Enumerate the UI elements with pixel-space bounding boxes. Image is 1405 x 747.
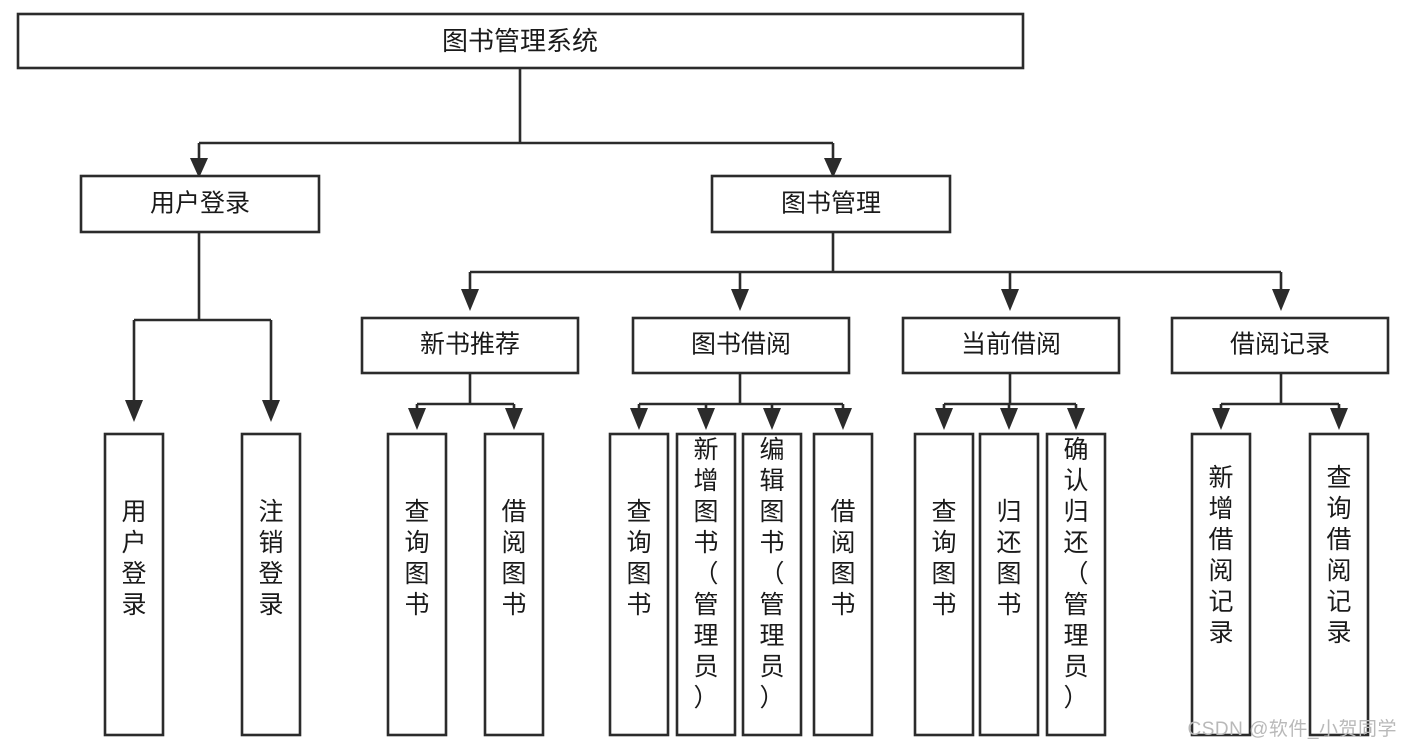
connector-root-to-level2: [197, 68, 835, 160]
node-leaf-13-box[interactable]: [1308, 432, 1370, 737]
node-leaf-7-label: 编辑图书（管理员）: [759, 436, 784, 712]
arrowhead-to-leaf-12: [1212, 408, 1230, 430]
node-login[interactable]: 用户登录: [79, 174, 321, 234]
node-leaf-2[interactable]: 注销登录: [240, 432, 302, 737]
connector-records-to-leaves: [1219, 373, 1341, 411]
node-leaf-7[interactable]: 编辑图书（管理员）: [741, 432, 803, 737]
node-newbook[interactable]: 新书推荐: [360, 316, 580, 375]
arrowhead-to-bookmgmt: [824, 158, 842, 178]
node-leaf-4[interactable]: 借阅图书: [483, 432, 545, 737]
node-leaf-11-label: 确认归还（管理员）: [1063, 436, 1088, 712]
arrowhead-to-records: [1272, 289, 1290, 311]
arrowhead-to-leaf-7: [763, 408, 781, 430]
node-records[interactable]: 借阅记录: [1170, 316, 1390, 375]
arrowhead-to-leaf-10: [1000, 408, 1018, 430]
node-borrow-label: 图书借阅: [691, 331, 791, 359]
node-borrow-box[interactable]: [631, 316, 851, 375]
connector-layer: [125, 68, 1348, 430]
node-leaf-3-label: 查询图书: [404, 498, 429, 619]
node-leaf-1-box[interactable]: [103, 432, 165, 737]
node-records-label: 借阅记录: [1230, 331, 1330, 359]
node-leaf-8-label: 借阅图书: [830, 498, 855, 619]
leaf-layer: 用户登录 注销登录 查询图书 借阅图书 查询图书 新增图书（管理员）: [103, 432, 1370, 737]
node-leaf-12-box[interactable]: [1190, 432, 1252, 737]
node-newbook-box[interactable]: [360, 316, 580, 375]
node-newbook-label: 新书推荐: [420, 331, 520, 359]
arrowhead-to-leaf-2: [262, 400, 280, 422]
node-records-box[interactable]: [1170, 316, 1390, 375]
node-bookmgmt-box[interactable]: [710, 174, 952, 234]
node-leaf-5-box[interactable]: [608, 432, 670, 737]
connector-borrow-to-leaves: [637, 373, 845, 411]
arrowhead-to-leaf-8: [834, 408, 852, 430]
node-root-label: 图书管理系统: [442, 26, 598, 56]
node-leaf-2-label: 注销登录: [258, 498, 283, 619]
node-bookmgmt[interactable]: 图书管理: [710, 174, 952, 234]
arrowhead-to-leaf-11: [1067, 408, 1085, 430]
node-root[interactable]: 图书管理系统: [16, 12, 1025, 70]
node-leaf-3-box[interactable]: [386, 432, 448, 737]
node-leaf-7-box[interactable]: [741, 432, 803, 737]
node-leaf-3[interactable]: 查询图书: [386, 432, 448, 737]
node-leaf-9[interactable]: 查询图书: [913, 432, 975, 737]
node-current-box[interactable]: [901, 316, 1121, 375]
arrowhead-to-leaf-6: [697, 408, 715, 430]
node-leaf-4-label: 借阅图书: [501, 498, 526, 619]
arrowhead-to-leaf-1: [125, 400, 143, 422]
node-root-box[interactable]: [16, 12, 1025, 70]
connector-newbook-to-leaves: [415, 373, 516, 411]
node-leaf-8-box[interactable]: [812, 432, 874, 737]
node-leaf-1[interactable]: 用户登录: [103, 432, 165, 737]
node-leaf-11-box[interactable]: [1045, 432, 1107, 737]
node-login-box[interactable]: [79, 174, 321, 234]
node-leaf-9-label: 查询图书: [931, 498, 956, 619]
connector-login-to-leaves: [132, 232, 273, 400]
arrowhead-to-leaf-5: [630, 408, 648, 430]
node-leaf-1-label: 用户登录: [121, 498, 146, 619]
arrowhead-to-current: [1001, 289, 1019, 311]
arrowhead-to-leaf-3: [408, 408, 426, 430]
node-leaf-8[interactable]: 借阅图书: [812, 432, 874, 737]
node-leaf-11[interactable]: 确认归还（管理员）: [1045, 432, 1107, 737]
node-leaf-6-label: 新增图书（管理员）: [693, 436, 718, 712]
node-leaf-5-label: 查询图书: [626, 498, 651, 619]
node-leaf-6-box[interactable]: [675, 432, 737, 737]
node-current[interactable]: 当前借阅: [901, 316, 1121, 375]
csdn-watermark: CSDN @软件_小贺同学: [1187, 719, 1397, 740]
arrowhead-to-borrow: [731, 289, 749, 311]
connector-bookmgmt-to-level3: [468, 232, 1283, 290]
node-login-label: 用户登录: [150, 190, 250, 218]
arrowhead-to-leaf-4: [505, 408, 523, 430]
node-leaf-5[interactable]: 查询图书: [608, 432, 670, 737]
node-leaf-4-box[interactable]: [483, 432, 545, 737]
node-leaf-2-box[interactable]: [240, 432, 302, 737]
node-borrow[interactable]: 图书借阅: [631, 316, 851, 375]
arrowhead-to-leaf-13: [1330, 408, 1348, 430]
node-leaf-12[interactable]: 新增借阅记录: [1190, 432, 1252, 737]
arrowhead-to-newbook: [461, 289, 479, 311]
node-leaf-6[interactable]: 新增图书（管理员）: [675, 432, 737, 737]
arrowhead-to-login: [190, 158, 208, 178]
node-current-label: 当前借阅: [961, 331, 1061, 359]
node-leaf-10-box[interactable]: [978, 432, 1040, 737]
node-leaf-9-box[interactable]: [913, 432, 975, 737]
node-leaf-13[interactable]: 查询借阅记录: [1308, 432, 1370, 737]
node-bookmgmt-label: 图书管理: [781, 190, 881, 218]
node-leaf-12-label: 新增借阅记录: [1208, 464, 1233, 647]
node-leaf-13-label: 查询借阅记录: [1326, 464, 1351, 647]
node-leaf-10[interactable]: 归还图书: [978, 432, 1040, 737]
connector-current-to-leaves: [942, 373, 1078, 411]
node-leaf-10-label: 归还图书: [996, 498, 1021, 619]
arrowhead-to-leaf-9: [935, 408, 953, 430]
